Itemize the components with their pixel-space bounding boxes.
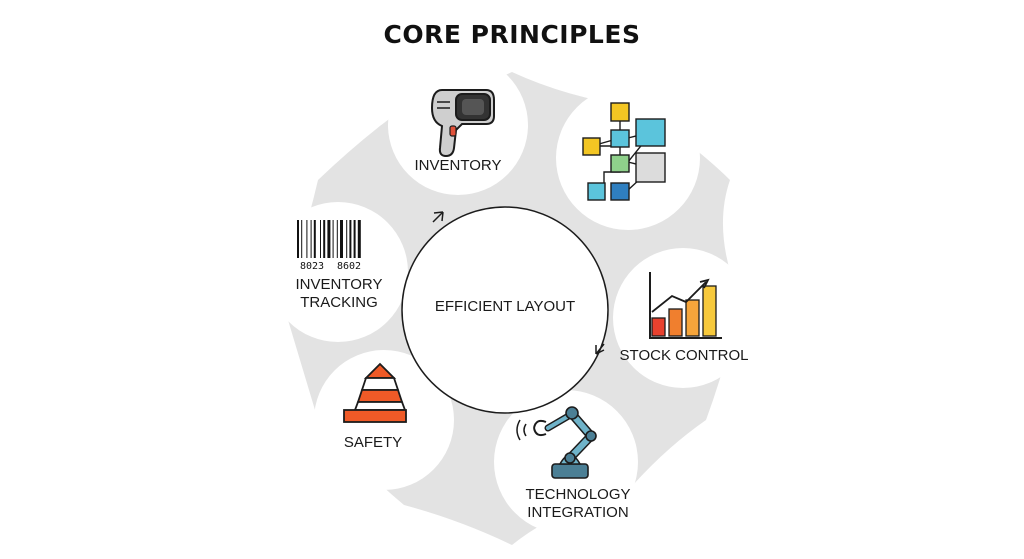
barcode-stripe xyxy=(301,220,303,258)
barcode-stripe xyxy=(313,220,316,258)
barcode-stripe xyxy=(336,220,338,258)
arrow-bottom-right xyxy=(595,343,605,355)
node-stock-control xyxy=(613,248,753,388)
node-inventory-tracking xyxy=(268,202,408,342)
label-technology-integration: TECHNOLOGY INTEGRATION xyxy=(508,486,648,522)
arrow-top-left xyxy=(432,211,444,223)
barcode-scanner-icon xyxy=(430,89,495,158)
barcode-stripe xyxy=(340,220,343,258)
diagram-title: CORE PRINCIPLES xyxy=(383,20,641,49)
center-circle xyxy=(401,206,609,414)
label-technology-line2: INTEGRATION xyxy=(527,504,629,521)
barcode-stripe xyxy=(332,220,334,258)
label-inventory-tracking: INVENTORY TRACKING xyxy=(274,276,404,312)
barcode-digits-right: 8602 xyxy=(337,261,361,272)
barcode-stripe xyxy=(323,220,326,258)
barcode-digits-left: 8023 xyxy=(300,261,324,272)
traffic-cone-icon xyxy=(343,362,407,423)
label-stock-control: STOCK CONTROL xyxy=(619,347,749,364)
barcode-stripe xyxy=(353,220,356,258)
barcode-stripe xyxy=(297,220,299,258)
robotic-arm-icon xyxy=(516,406,597,479)
barcode-stripe xyxy=(327,220,331,258)
center-label: EFFICIENT LAYOUT xyxy=(434,298,576,315)
barcode-icon: 8023 8602 xyxy=(297,220,361,272)
cycle-arrows xyxy=(432,211,605,355)
barcode-stripe xyxy=(320,220,321,258)
label-tracking-line1: INVENTORY xyxy=(295,276,383,293)
barcode-stripe xyxy=(306,220,308,258)
barcode-stripe xyxy=(357,220,361,258)
flowchart-icon xyxy=(582,102,666,201)
label-inventory: INVENTORY xyxy=(414,157,502,174)
barcode-stripe xyxy=(310,220,312,258)
label-safety: SAFETY xyxy=(343,434,403,451)
bar-chart-growth-icon xyxy=(649,272,722,339)
barcode-stripe xyxy=(349,220,352,258)
label-technology-line1: TECHNOLOGY xyxy=(525,486,631,503)
label-tracking-line2: TRACKING xyxy=(300,294,378,311)
barcode-stripe xyxy=(346,220,348,258)
